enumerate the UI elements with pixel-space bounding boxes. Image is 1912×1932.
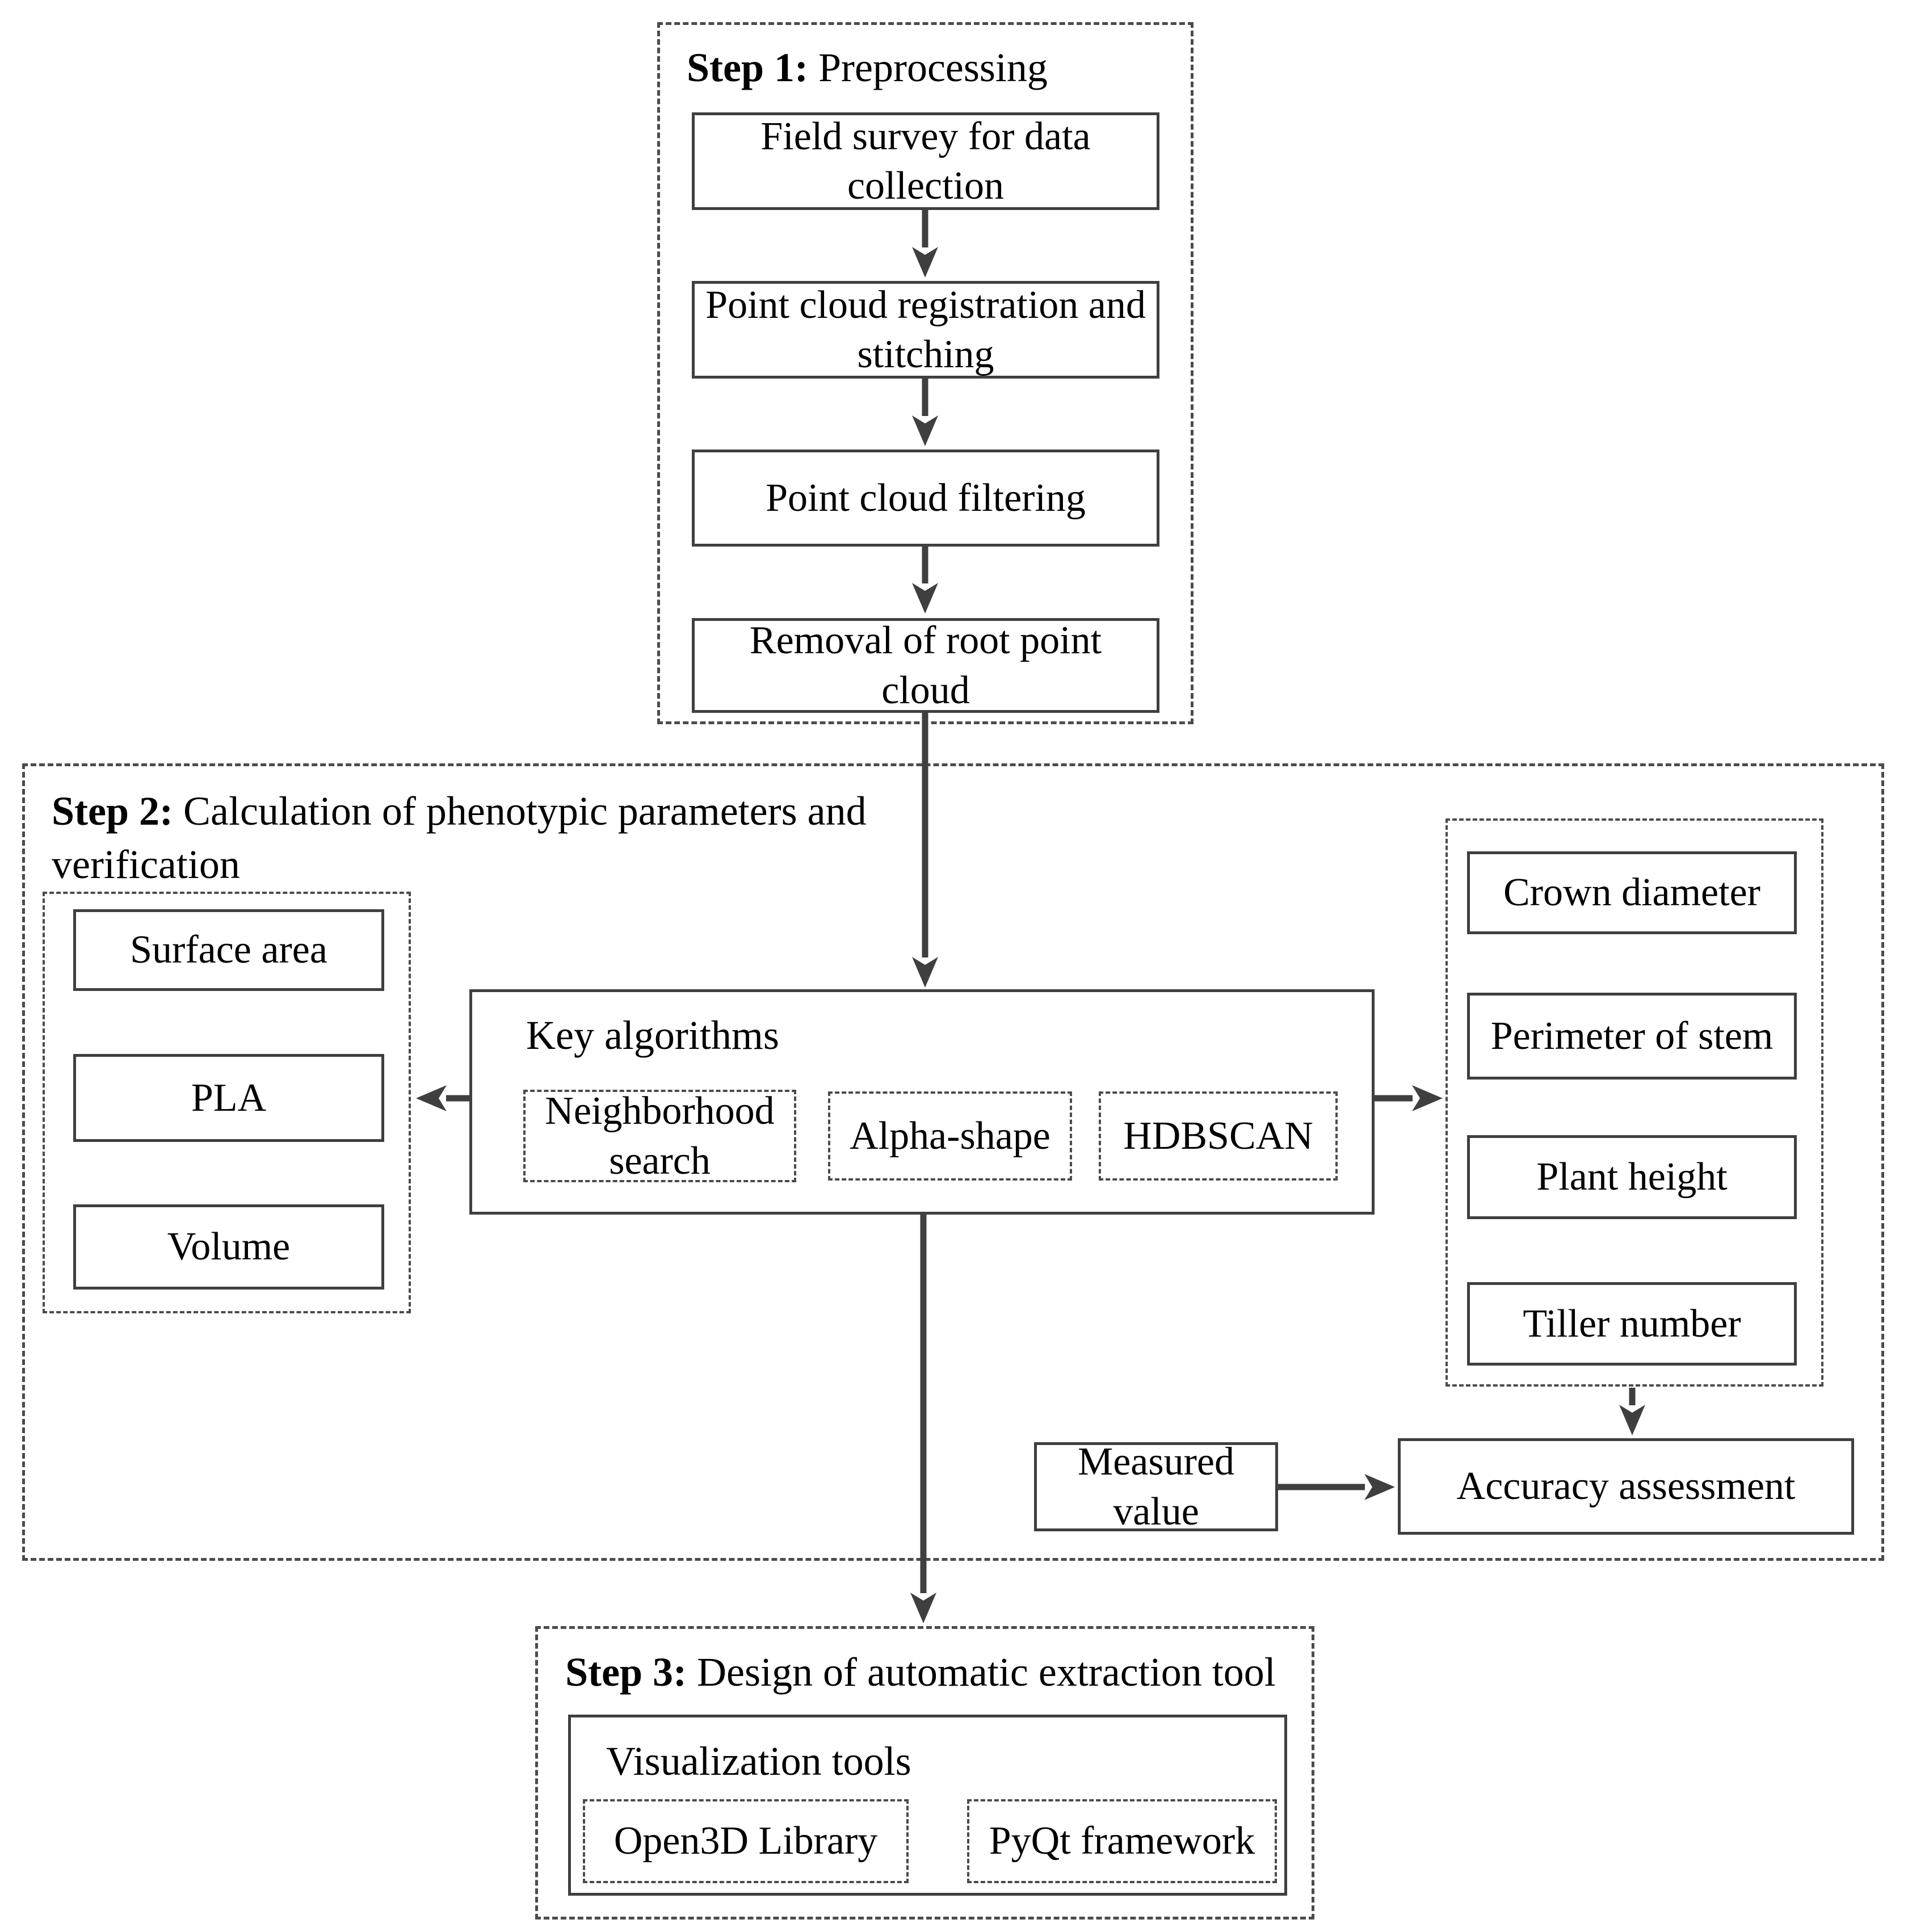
box-perimeter-stem: Perimeter of stem xyxy=(1467,993,1797,1080)
step3-label: Step 3: xyxy=(565,1649,687,1695)
box-pyqt-label: PyQt framework xyxy=(989,1819,1255,1863)
box-volume-label: Volume xyxy=(167,1225,291,1269)
key-algorithms-title: Key algorithms xyxy=(526,1013,779,1058)
step2-title-text: Calculation of phenotypic parameters and… xyxy=(52,788,867,887)
box-crown-diameter: Crown diameter xyxy=(1467,851,1797,934)
right-parameter-group: Crown diameter Perimeter of stem Plant h… xyxy=(1445,818,1823,1387)
box-neighborhood-search-label: Neighborhood search xyxy=(545,1089,775,1183)
box-open3d-label: Open3D Library xyxy=(613,1819,878,1863)
box-pla: PLA xyxy=(73,1054,384,1142)
box-pla-label: PLA xyxy=(191,1076,267,1120)
step1-label: Step 1: xyxy=(687,45,808,90)
step3-title: Step 3:Design of automatic extraction to… xyxy=(565,1646,1276,1699)
box-volume: Volume xyxy=(73,1204,384,1290)
box-neighborhood-search: Neighborhood search xyxy=(523,1089,796,1183)
box-hdbscan-label: HDBSCAN xyxy=(1123,1114,1313,1158)
box-field-survey-label: Field survey for data collection xyxy=(760,114,1091,208)
box-measured-value: Measured value xyxy=(1034,1440,1278,1534)
box-accuracy-assessment-label: Accuracy assessment xyxy=(1456,1464,1796,1509)
box-removal-label: Removal of root point cloud xyxy=(749,619,1102,712)
visualization-tools-title: Visualization tools xyxy=(606,1738,911,1784)
step2-label: Step 2: xyxy=(52,788,173,834)
box-crown-diameter-label: Crown diameter xyxy=(1503,871,1760,915)
box-plant-height: Plant height xyxy=(1467,1135,1797,1219)
step2-title: Step 2:Calculation of phenotypic paramet… xyxy=(52,785,1016,891)
box-tiller-number: Tiller number xyxy=(1467,1282,1797,1366)
box-surface-area: Surface area xyxy=(73,909,384,991)
box-plant-height-label: Plant height xyxy=(1536,1155,1728,1199)
left-parameter-group: Surface area PLA Volume xyxy=(43,892,411,1313)
box-measured-value-label: Measured value xyxy=(1077,1440,1234,1534)
box-filtering-label: Point cloud filtering xyxy=(766,476,1086,520)
step1-title: Step 1:Preprocessing xyxy=(687,41,1048,95)
step1-title-text: Preprocessing xyxy=(818,45,1048,90)
box-surface-area-label: Surface area xyxy=(130,928,327,972)
box-pyqt: PyQt framework xyxy=(967,1799,1277,1883)
step3-title-text: Design of automatic extraction tool xyxy=(697,1649,1276,1695)
visualization-tools-container: Visualization tools Open3D Library PyQt … xyxy=(568,1715,1287,1896)
box-hdbscan: HDBSCAN xyxy=(1099,1091,1338,1181)
step2-container: Step 2:Calculation of phenotypic paramet… xyxy=(22,763,1884,1561)
box-open3d: Open3D Library xyxy=(583,1799,909,1883)
box-field-survey: Field survey for data collection xyxy=(692,112,1159,210)
box-tiller-number-label: Tiller number xyxy=(1523,1301,1741,1346)
box-registration-label: Point cloud registration and stitching xyxy=(705,283,1146,377)
step1-container: Step 1:Preprocessing Field survey for da… xyxy=(657,22,1194,724)
box-alpha-shape-label: Alpha-shape xyxy=(850,1114,1050,1158)
box-alpha-shape: Alpha-shape xyxy=(828,1091,1072,1181)
key-algorithms-container: Key algorithms Neighborhood search Alpha… xyxy=(469,989,1375,1215)
step3-container: Step 3:Design of automatic extraction to… xyxy=(535,1626,1314,1920)
box-removal: Removal of root point cloud xyxy=(692,618,1159,713)
box-registration: Point cloud registration and stitching xyxy=(692,281,1159,379)
box-filtering: Point cloud filtering xyxy=(692,450,1159,547)
box-perimeter-stem-label: Perimeter of stem xyxy=(1490,1014,1774,1058)
box-accuracy-assessment: Accuracy assessment xyxy=(1398,1438,1854,1535)
